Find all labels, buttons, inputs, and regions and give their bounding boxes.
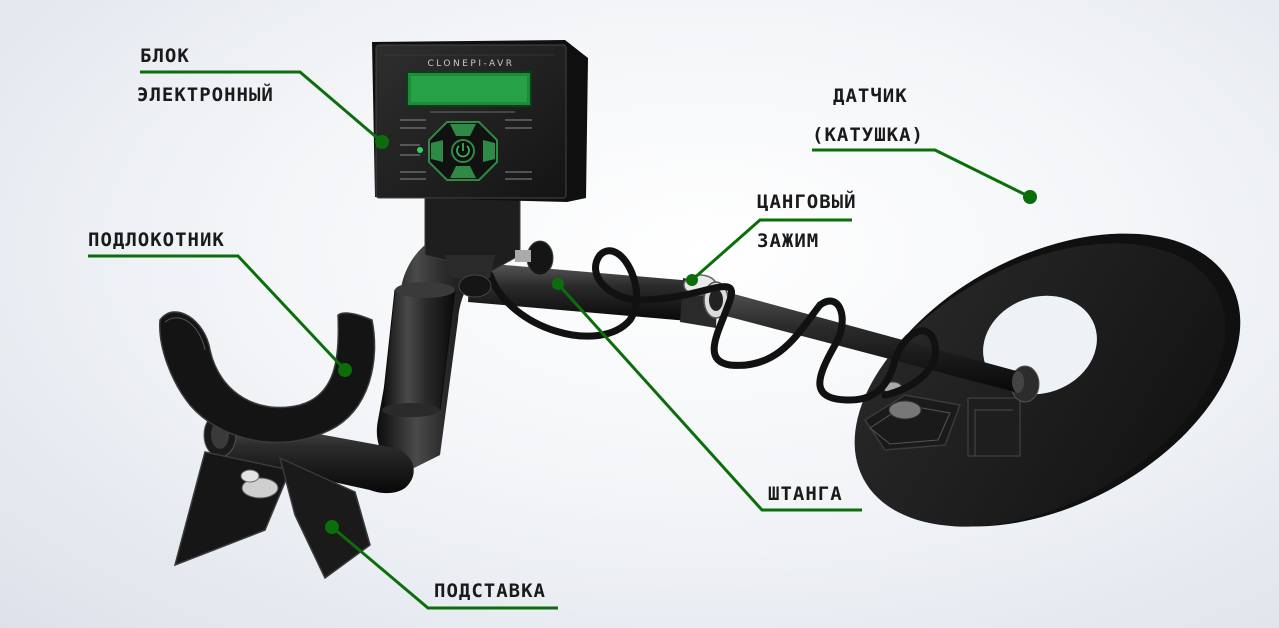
- coil-cable: [486, 247, 939, 404]
- leader-line-clamp: [686, 218, 852, 286]
- label-clamp-line2: ЗАЖИМ: [757, 230, 820, 252]
- power-icon: [456, 143, 470, 158]
- label-block-line2: ЭЛЕКТРОННЫЙ: [137, 84, 274, 106]
- leader-line-sensor: [812, 148, 1037, 204]
- armrest-cup: [159, 311, 376, 444]
- label-stand: ПОДСТАВКА: [434, 580, 546, 602]
- leader-line-rod: [552, 278, 862, 512]
- stand-part: [173, 451, 371, 580]
- status-led: [417, 147, 423, 153]
- label-sensor-line1: ДАТЧИК: [833, 85, 908, 107]
- leader-line-block: [140, 70, 389, 149]
- box-panel-markings: [400, 111, 532, 180]
- knob-left: [458, 274, 492, 298]
- lower-rod: [684, 282, 1024, 393]
- label-rod: ШТАНГА: [768, 483, 843, 505]
- knob-right: [515, 240, 554, 276]
- label-clamp-line1: ЦАНГОВЫЙ: [757, 191, 857, 213]
- label-block-line1: БЛОК: [140, 45, 190, 67]
- label-sensor-line2: (КАТУШКА): [812, 124, 924, 146]
- coil: [854, 233, 1241, 527]
- device-model-text: CLONEPI-AVR: [427, 59, 514, 69]
- label-armrest: ПОДЛОКОТНИК: [88, 229, 225, 251]
- leader-line-stand: [325, 520, 558, 610]
- upper-rod: [468, 262, 710, 322]
- lcd-display: [406, 71, 532, 107]
- leader-line-armrest: [88, 254, 352, 377]
